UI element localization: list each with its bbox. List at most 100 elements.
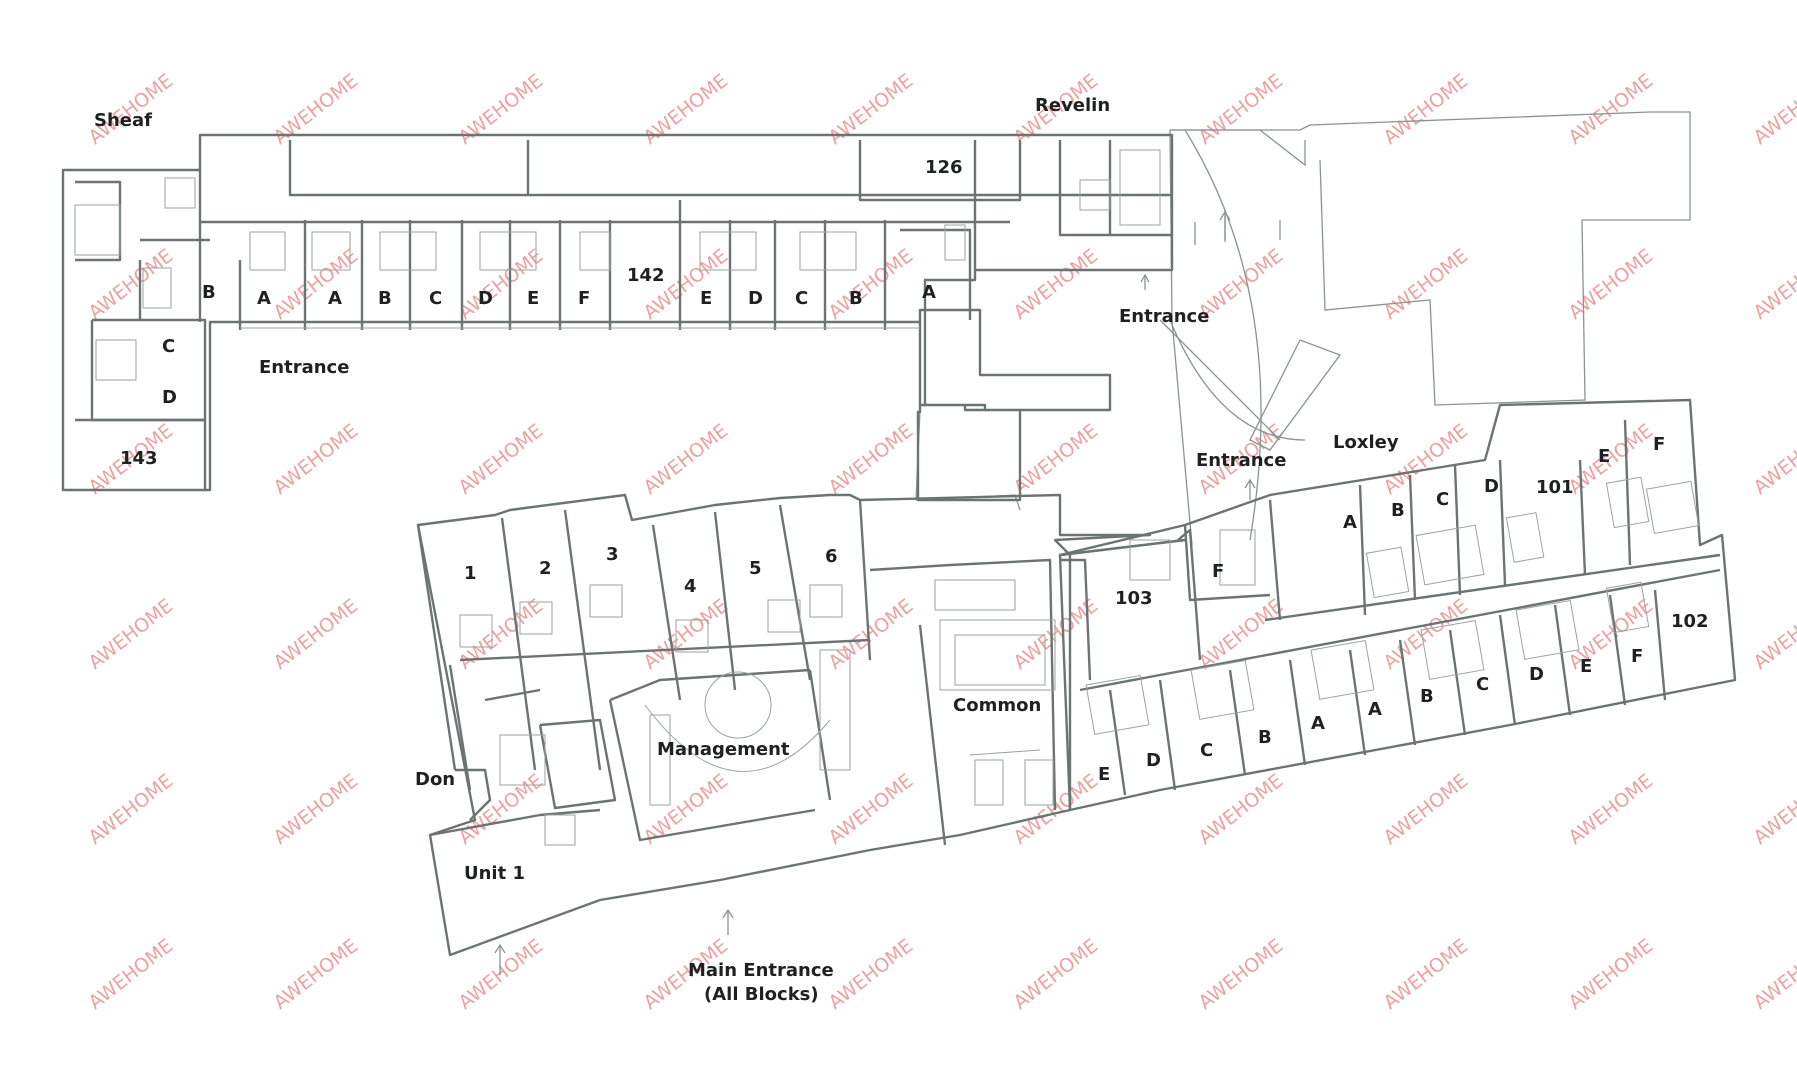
watermark-text: AWEHOME (455, 420, 548, 499)
watermark-text: AWEHOME (1750, 595, 1797, 674)
watermark-text: AWEHOME (270, 595, 363, 674)
watermark-text: AWEHOME (1195, 935, 1288, 1014)
room-label-lower-e2: E (1580, 656, 1592, 677)
room-label-loxley-f: F (1653, 434, 1665, 455)
room-label-lower-c2: C (1476, 674, 1489, 695)
area-label-unit-1: Unit 1 (464, 863, 525, 884)
room-label-lower-d2: D (1529, 664, 1544, 685)
watermark-text: AWEHOME (270, 770, 363, 849)
room-label-east-e: E (700, 288, 712, 309)
watermark-text: AWEHOME (270, 245, 363, 324)
room-label-loxley-b: B (1391, 500, 1405, 521)
watermark-text: AWEHOME (1565, 245, 1658, 324)
watermark-text: AWEHOME (1750, 245, 1797, 324)
block-labels: Sheaf Revelin Loxley Don (94, 95, 1399, 790)
watermark-text: AWEHOME (825, 245, 918, 324)
room-label-north-e: E (527, 288, 539, 309)
watermark-text: AWEHOME (1010, 245, 1103, 324)
block-label-sheaf: Sheaf (94, 110, 152, 131)
room-label-143: 143 (120, 448, 158, 469)
room-label-loxley-d: D (1484, 476, 1499, 497)
watermark-text: AWEHOME (825, 770, 918, 849)
room-label-lower-d: D (1146, 750, 1161, 771)
sheaf-wing (61, 133, 1174, 502)
room-label-north-d: D (478, 288, 493, 309)
watermark-text: AWEHOME (1380, 245, 1473, 324)
room-label-unit-2: 2 (539, 558, 552, 579)
main-entrance-label: Main Entrance (688, 960, 834, 981)
room-label-103: 103 (1115, 588, 1153, 609)
room-label-east-d: D (748, 288, 763, 309)
entrance-label-sheaf: Entrance (259, 357, 349, 378)
don-wing (416, 493, 1152, 957)
watermark-text: AWEHOME (85, 935, 178, 1014)
main-entrance-sublabel: (All Blocks) (704, 984, 819, 1005)
room-label-east-c: C (795, 288, 808, 309)
area-label-common: Common (953, 695, 1041, 716)
watermark-text: AWEHOME (1010, 935, 1103, 1014)
watermark-text: AWEHOME (825, 595, 918, 674)
entrance-labels: Entrance Entrance Entrance Main Entrance… (259, 306, 1286, 1005)
entrance-arrows (494, 210, 1256, 975)
watermark-text: AWEHOME (825, 420, 918, 499)
room-label-unit-1-studio: 1 (464, 563, 477, 584)
watermark-text: AWEHOME (1750, 420, 1797, 499)
room-label-126: 126 (925, 157, 963, 178)
watermark-text: AWEHOME (455, 70, 548, 149)
watermark-text: AWEHOME (85, 595, 178, 674)
watermark-text: AWEHOME (825, 70, 918, 149)
room-label-101: 101 (1536, 477, 1574, 498)
room-label-loxley-a: A (1343, 512, 1357, 533)
watermark-text: AWEHOME (1565, 770, 1658, 849)
watermark-text: AWEHOME (1195, 595, 1288, 674)
watermark-text: AWEHOME (1565, 70, 1658, 149)
watermark-text: AWEHOME (270, 420, 363, 499)
room-label-north-b: B (378, 288, 392, 309)
room-label-unit-3: 3 (606, 544, 619, 565)
watermark-text: AWEHOME (1380, 595, 1473, 674)
watermark-text: AWEHOME (85, 770, 178, 849)
watermark-text: AWEHOME (640, 595, 733, 674)
watermark-text: AWEHOME (640, 420, 733, 499)
area-labels: Common Management Unit 1 (464, 695, 1041, 884)
watermark-text: AWEHOME (1380, 935, 1473, 1014)
watermark-text: AWEHOME (1565, 935, 1658, 1014)
watermark-text: AWEHOME (455, 245, 548, 324)
room-label-103-f: F (1212, 561, 1224, 582)
room-label-north-f: F (578, 288, 590, 309)
room-label-sheaf-d: D (162, 387, 177, 408)
room-label-142: 142 (627, 265, 665, 286)
room-label-lower-a2: A (1368, 699, 1382, 720)
room-label-lower-b2: B (1420, 686, 1434, 707)
room-label-lower-e: E (1098, 764, 1110, 785)
room-label-north-a: A (328, 288, 342, 309)
room-label-north-c: C (429, 288, 442, 309)
watermark-text: AWEHOME (825, 935, 918, 1014)
watermark-text: AWEHOME (1380, 70, 1473, 149)
watermark-text: AWEHOME (85, 245, 178, 324)
watermark-text: AWEHOME (1010, 420, 1103, 499)
room-label-lower-f2: F (1631, 646, 1643, 667)
room-label-102: 102 (1671, 611, 1709, 632)
block-label-loxley: Loxley (1333, 432, 1399, 453)
loxley-wing (1058, 398, 1737, 812)
room-label-unit-4: 4 (684, 576, 697, 597)
watermark-text: AWEHOME (1750, 935, 1797, 1014)
room-label-sheaf-c: C (162, 336, 175, 357)
watermark-text: AWEHOME (1380, 770, 1473, 849)
watermark-text: AWEHOME (1750, 70, 1797, 149)
room-label-lower-a1: A (1311, 713, 1325, 734)
room-label-east-b: B (849, 288, 863, 309)
watermark-text: AWEHOME (640, 70, 733, 149)
room-label-lower-b: B (1258, 727, 1272, 748)
room-label-sheaf-b: B (202, 282, 216, 303)
entrance-label-loxley: Entrance (1196, 450, 1286, 471)
watermark-text: AWEHOME (1565, 420, 1658, 499)
watermark-text: AWEHOME (1195, 70, 1288, 149)
watermark-layer: AWEHOME AWEHOME AWEHOME AWEHOME AWEHOME AWEHO… (85, 70, 1797, 1014)
watermark-text: AWEHOME (270, 935, 363, 1014)
room-label-unit-5: 5 (749, 558, 762, 579)
entrance-label-revelin: Entrance (1119, 306, 1209, 327)
block-label-revelin: Revelin (1035, 95, 1110, 116)
